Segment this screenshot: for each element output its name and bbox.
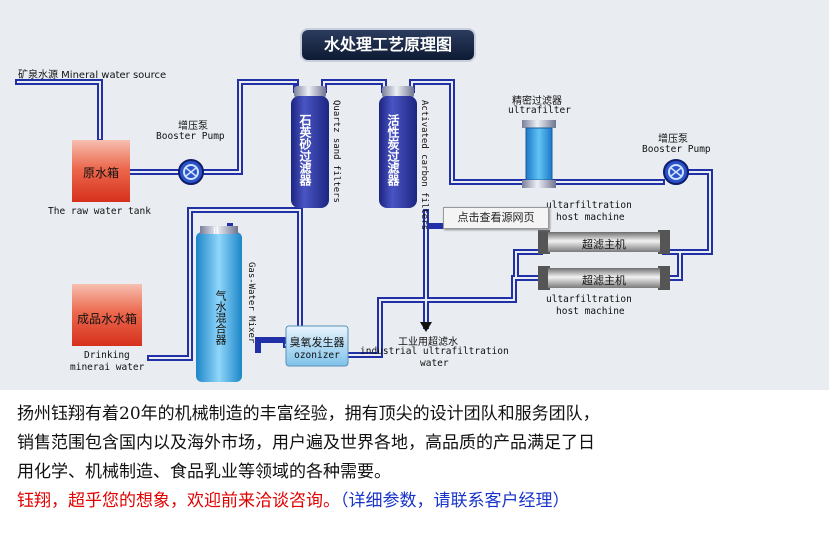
description-line-1: 扬州钰翔有着20年的机械制造的丰富经验，拥有顶尖的设计团队和服务团队， — [17, 404, 600, 424]
ultrafilter-cn-label: 精密过滤器 — [512, 96, 562, 107]
description-line-2: 销售范围包含国内以及海外市场，用户遍及世界各地，高品质的产品满足了日 — [17, 433, 595, 453]
uf-host-1-en2-label: host machine — [556, 212, 625, 223]
product-tank-label: 成品水水箱 — [76, 312, 137, 326]
mixer-en-label: Gas-Water Mixer — [246, 262, 256, 344]
product-tank-en1-label: Drinking — [84, 350, 130, 361]
industrial-water-en2-label: water — [420, 358, 449, 369]
uf-host-1-label: 超滤主机 — [582, 238, 626, 251]
booster-pump-1-icon — [178, 159, 204, 185]
quartz-filter-cn-label: 石英砂过滤器 — [298, 114, 312, 186]
product-tank-en2-label: minerai water — [70, 362, 145, 373]
uf-host-machine-1 — [538, 230, 670, 254]
ozonizer-cn-label: 臭氧发生器 — [289, 336, 345, 349]
uf-host-2-en-label: ultarfiltration — [546, 294, 632, 305]
description-line-3: 用化学、机械制造、食品乳业等领域的各种需要。 — [17, 462, 391, 482]
booster-pump-1-en-label: Booster Pump — [156, 131, 225, 142]
uf-host-2-label: 超滤主机 — [582, 274, 626, 287]
raw-tank-label: 原水箱 — [82, 166, 119, 180]
booster-pump-2-icon — [663, 159, 689, 185]
industrial-water-en1-label: industrial ultrafiltration — [360, 346, 509, 357]
uf-host-1-en-label: ultarfiltration — [546, 200, 632, 211]
flow-arrow-icon — [420, 322, 432, 332]
ozonizer-en-label: ozonizer — [294, 350, 340, 361]
mixer-cn-label: 气水混合器 — [214, 290, 227, 345]
uf-host-machine-2 — [538, 266, 670, 290]
diagram-title: 水处理工艺原理图 — [302, 30, 474, 60]
industrial-water-cn-label: 工业用超滤水 — [398, 337, 458, 348]
mineral-source-label: 矿泉水源 Mineral water source — [18, 70, 167, 81]
ultrafilter-en-label: ultrafilter — [508, 105, 571, 116]
quartz-filter-en-label: Quartz sand filters — [331, 100, 341, 203]
booster-pump-2-en-label: Booster Pump — [642, 144, 711, 155]
booster-pump-2-cn-label: 增压泵 — [658, 134, 688, 145]
precision-ultrafilter — [522, 120, 556, 188]
process-diagram: 水处理工艺原理图 矿泉水源 Mineral water source 原水箱 T… — [0, 0, 829, 390]
cta-contact-text: （详细参数，请联系客户经理） — [340, 491, 570, 511]
gas-water-mixer — [196, 226, 242, 382]
booster-pump-1-cn-label: 增压泵 — [178, 121, 208, 132]
carbon-filter-cn-label: 活性炭过滤器 — [386, 114, 400, 186]
activated-carbon-filter-vessel — [379, 86, 417, 208]
quartz-sand-filter-vessel — [291, 86, 329, 208]
view-source-button[interactable]: 点击查看源网页 — [443, 207, 549, 229]
carbon-filter-en-label: Activated carbon filters — [419, 100, 429, 231]
mixer-mark-label: II — [213, 226, 219, 237]
raw-tank-en-label: The raw water tank — [48, 206, 151, 217]
company-description: 扬州钰翔有着20年的机械制造的丰富经验，拥有顶尖的设计团队和服务团队， 销售范围… — [17, 400, 817, 516]
cta-invite-text: 钰翔，超乎您的想象，欢迎前来洽谈咨询。 — [17, 491, 340, 511]
ozonizer — [285, 325, 349, 367]
product-water-tank — [72, 284, 142, 346]
uf-host-2-en2-label: host machine — [556, 306, 625, 317]
raw-water-tank — [72, 140, 130, 202]
description-cta-line: 钰翔，超乎您的想象，欢迎前来洽谈咨询。（详细参数，请联系客户经理） — [17, 487, 817, 516]
